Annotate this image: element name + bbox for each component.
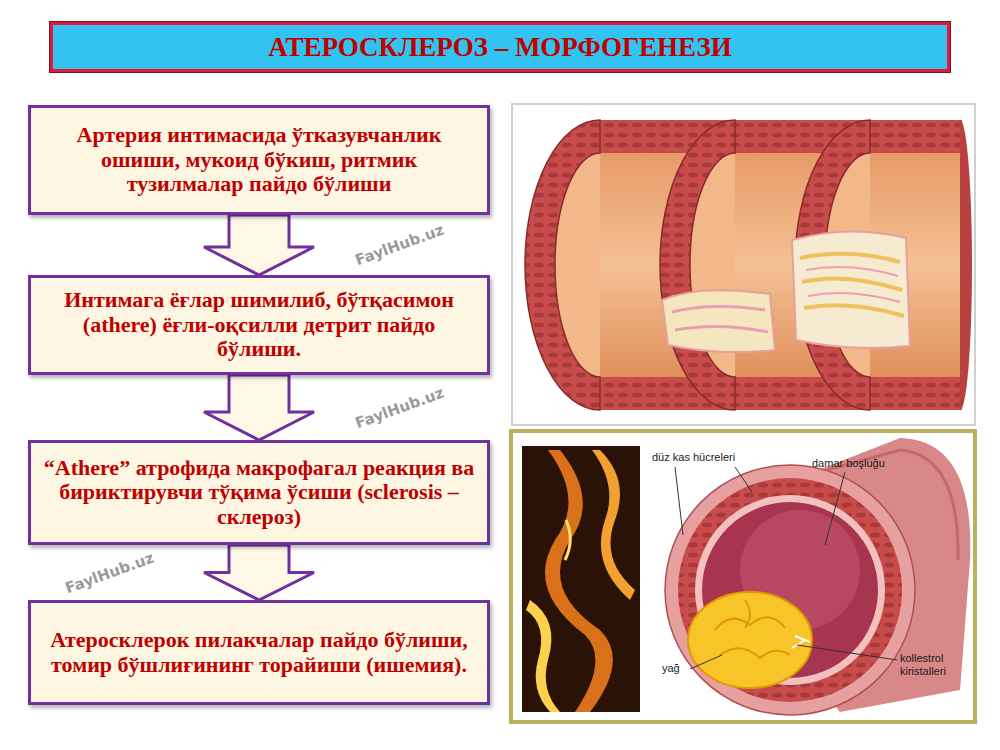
leader-line-part bbox=[690, 655, 722, 669]
artery-segment bbox=[792, 120, 972, 410]
micrograph-part bbox=[592, 450, 635, 600]
process-box: Интимага ёғлар шимилиб, бўтқасимон (athe… bbox=[28, 275, 490, 375]
artery-segment-part bbox=[800, 254, 904, 316]
panel-frame bbox=[512, 104, 975, 425]
artery-segment-part bbox=[870, 377, 962, 410]
artery-segment bbox=[525, 120, 735, 410]
artery-cross-section-part bbox=[665, 465, 915, 715]
box-text: “Athere” атрофида макрофагал реакция ва … bbox=[43, 456, 475, 530]
plaque bbox=[662, 290, 775, 352]
box-text: Атеросклерок пилакчалар пайдо бўлиши, то… bbox=[43, 628, 475, 677]
process-box: “Athere” атрофида макрофагал реакция ва … bbox=[28, 440, 490, 545]
leader-line bbox=[675, 467, 897, 669]
artery-segments-panel bbox=[512, 104, 975, 425]
plaque bbox=[792, 231, 910, 348]
part-label: yağ bbox=[662, 662, 690, 675]
cross-section-panel bbox=[511, 431, 975, 722]
artery-segment-part bbox=[960, 120, 972, 410]
plaque bbox=[688, 592, 812, 688]
artery-cross-section-part bbox=[678, 478, 902, 702]
artery-segment-part bbox=[672, 306, 768, 332]
artery-segment-part bbox=[870, 120, 962, 153]
process-box: Артерия интимасида ўтказувчанлик ошиши, … bbox=[28, 105, 490, 215]
title-bar: АТЕРОСКЛЕРОЗ – МОРФОГЕНЕЗИ bbox=[50, 22, 950, 72]
micrograph-part bbox=[565, 520, 570, 560]
leader-line-part bbox=[735, 467, 752, 492]
artery-segment-part bbox=[525, 120, 600, 410]
artery-segment-part bbox=[806, 267, 900, 302]
leader-line-part bbox=[675, 467, 683, 535]
artery-segment-part bbox=[660, 120, 735, 410]
micrograph-part bbox=[522, 446, 640, 712]
micrograph-part bbox=[545, 450, 613, 712]
watermark: FaylHub.uz bbox=[353, 221, 447, 270]
flow-arrow bbox=[204, 375, 314, 440]
leader-line-part bbox=[797, 645, 897, 660]
part-label: kollestrol kiristalleri bbox=[900, 652, 972, 677]
part-label: damar boşluğu bbox=[812, 457, 910, 470]
box-text: Интимага ёғлар шимилиб, бўтқасимон (athe… bbox=[43, 288, 475, 362]
leader-line-part bbox=[825, 472, 845, 545]
panel-frame bbox=[511, 431, 975, 722]
micrograph bbox=[522, 446, 640, 712]
watermark: FaylHub.uz bbox=[353, 383, 447, 432]
micrograph-part bbox=[526, 600, 560, 712]
part-label: düz kas hücreleri bbox=[652, 451, 770, 464]
flow-arrow bbox=[204, 215, 314, 275]
flow-arrow bbox=[204, 545, 314, 600]
box-text: Артерия интимасида ўтказувчанлик ошиши, … bbox=[43, 123, 475, 197]
watermark: FaylHub.uz bbox=[63, 548, 157, 597]
artery-cross-section-part bbox=[715, 600, 790, 658]
title: АТЕРОСКЛЕРОЗ – МОРФОГЕНЕЗИ bbox=[268, 32, 731, 63]
process-box: Атеросклерок пилакчалар пайдо бўлиши, то… bbox=[28, 600, 490, 705]
